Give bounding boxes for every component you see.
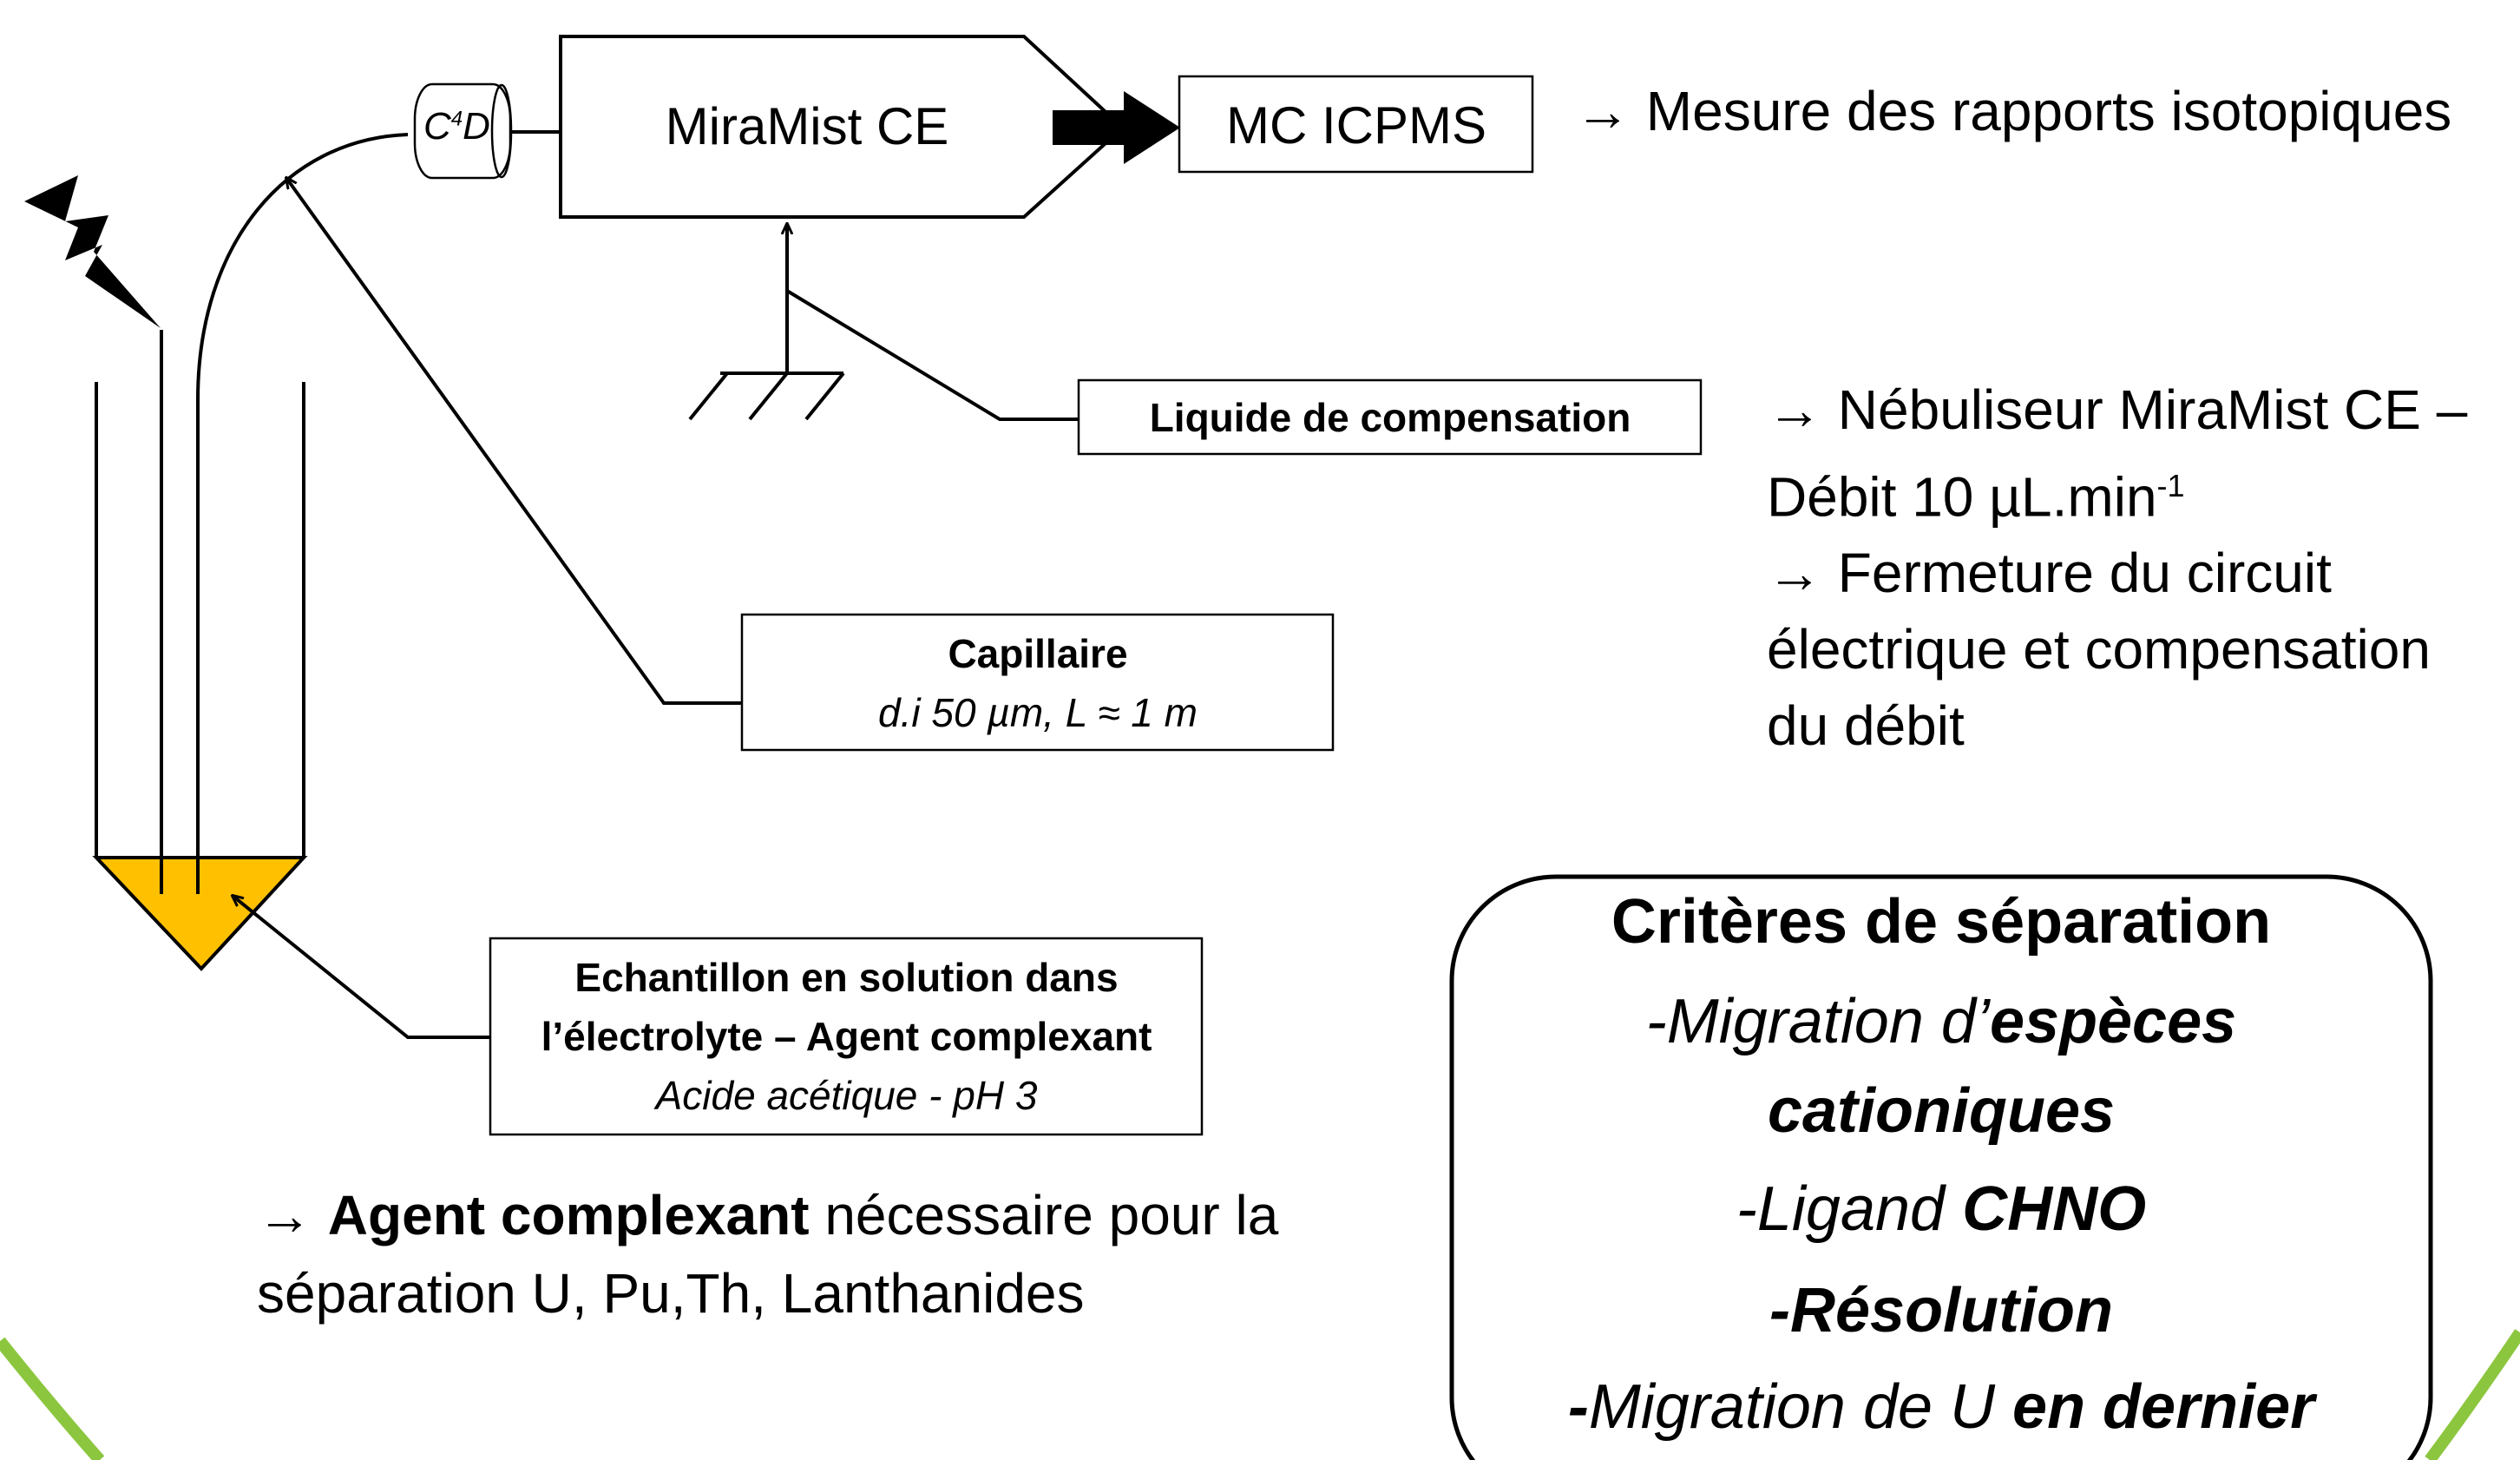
sample-vial [92, 382, 308, 971]
capillary-title: Capillaire [948, 631, 1128, 676]
compensation-note-line4: électrique et compensation [1767, 618, 2431, 681]
capillary-box [740, 613, 1335, 752]
sample-leader [233, 896, 490, 1039]
compensation-note-line1: → Nébuliseur MiraMist CE – [1767, 378, 2468, 441]
mass-spec-note: → Mesure des rapports isotopiques [1575, 80, 2452, 142]
electrical-ground-icon [688, 224, 845, 421]
criteria-item4: -Migration de U en dernier [1567, 1372, 2315, 1442]
capillary-leader [286, 178, 742, 705]
compensation-leader [785, 289, 1079, 421]
compensation-note-line5: du débit [1767, 694, 1965, 758]
mc-icpms-box [1178, 75, 1534, 174]
agent-note-line1: → Agent complexant nécessaire pour la [257, 1184, 1279, 1246]
capillary-tube [196, 133, 409, 894]
sample-liquid [92, 856, 308, 971]
accent-arc-right [2425, 1329, 2520, 1460]
c4d-detector-icon [413, 82, 513, 180]
criteria-content: Critères de séparation -Migration d’espè… [1458, 878, 2425, 1446]
criteria-item1-line2: cationiques [1767, 1076, 2116, 1146]
compensation-note-line2: Débit 10 µL.min-1 [1767, 465, 2185, 529]
accent-arc-left [0, 1337, 105, 1460]
mc-icpms-label: MC ICPMS [1226, 95, 1486, 155]
agent-note-line2: séparation U, Pu,Th, Lanthanides [257, 1262, 1085, 1325]
sample-label: Echantillon en solution dans l’électroly… [493, 942, 1200, 1131]
sample-line3: Acide acétique - pH 3 [655, 1073, 1038, 1118]
thick-right-arrow-icon [1053, 91, 1180, 164]
sample-line2: l’électrolyte – Agent complexant [541, 1014, 1152, 1059]
criteria-item3: -Résolution [1769, 1276, 2113, 1345]
capillary-label: Capillaire d.i 50 µm, L ≈ 1 m [745, 618, 1331, 748]
agent-note: → Agent complexant nécessaire pour la sé… [257, 1176, 1278, 1332]
criteria-item2: -Ligand CHNO [1736, 1174, 2147, 1244]
criteria-item1: -Migration d’espèces [1645, 987, 2237, 1056]
criteria-title: Critères de séparation [1611, 887, 2272, 957]
criteria-box [1449, 874, 2433, 1460]
compensation-box [1077, 378, 1703, 456]
c4d-label: C4D [423, 105, 490, 148]
compensation-label: Liquide de compensation [1149, 395, 1631, 440]
nebulizer-label: MiraMist CE [665, 96, 949, 155]
compensation-note-line3: → Fermeture du circuit [1767, 542, 2332, 605]
sample-box [489, 937, 1204, 1136]
compensation-notes: → Nébuliseur MiraMist CE – Débit 10 µL.m… [1767, 372, 2467, 764]
sample-line1: Echantillon en solution dans [574, 955, 1119, 1000]
capillary-spec: d.i 50 µm, L ≈ 1 m [878, 690, 1198, 735]
lightning-bolt-icon [24, 175, 161, 328]
